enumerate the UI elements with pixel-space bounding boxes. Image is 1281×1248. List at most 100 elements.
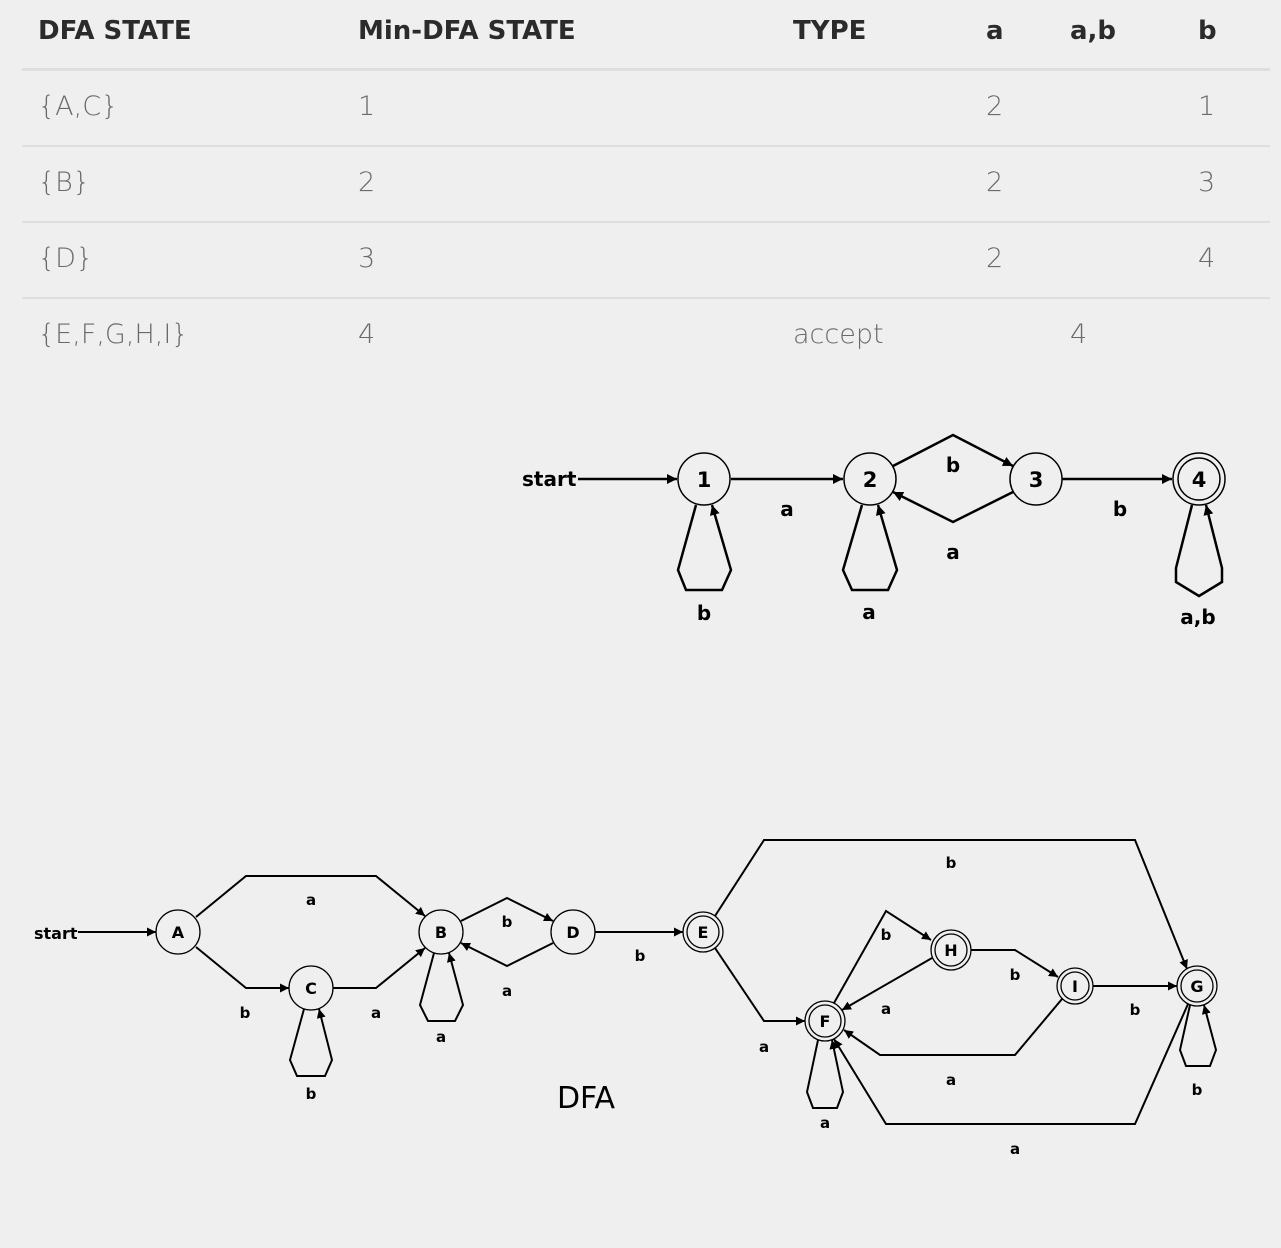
dfa-edge-E-F xyxy=(714,947,805,1026)
transition-table: DFA STATE Min-DFA STATE TYPE a a,b b {A,… xyxy=(22,0,1270,373)
dfa-edge-A-C xyxy=(195,946,289,993)
dfa-edge-C-C xyxy=(288,1008,334,1077)
cell-a: 2 xyxy=(986,167,1004,198)
min-dfa-edge-1-1 xyxy=(676,504,733,592)
min-dfa-edge-3-4-label: b xyxy=(1113,497,1127,521)
cell-a: 2 xyxy=(986,243,1004,274)
dfa-edge-F-F xyxy=(805,1039,845,1109)
header-b: b xyxy=(1198,16,1217,46)
min-dfa-state-4-outer xyxy=(1172,452,1226,506)
dfa-state-E-inner xyxy=(686,915,720,949)
min-dfa-diagram: start 1 2 3 4 b a a b a b a,b xyxy=(522,433,1226,629)
dfa-edge-F-H-label: b xyxy=(881,926,892,944)
dfa-edge-E-G-label: b xyxy=(946,854,957,872)
cell-min-dfa-state: 2 xyxy=(358,167,376,198)
cell-dfa-state: {B} xyxy=(38,167,91,198)
dfa-state-H-inner xyxy=(934,933,968,967)
min-dfa-edge-2-3-label: b xyxy=(946,453,960,477)
cell-b: 4 xyxy=(1198,243,1216,274)
min-dfa-edge-4-4 xyxy=(1174,504,1224,598)
dfa-state-I-label: I xyxy=(1072,977,1078,996)
dfa-edge-B-B xyxy=(418,952,465,1022)
dfa-edge-E-F-label: a xyxy=(759,1038,769,1056)
cell-min-dfa-state: 1 xyxy=(358,91,376,122)
cell-a: 2 xyxy=(986,91,1004,122)
min-dfa-edge-2-2-label: a xyxy=(862,600,876,624)
cell-dfa-state: {D} xyxy=(38,243,94,274)
dfa-state-H-label: H xyxy=(944,941,957,960)
cell-min-dfa-state: 4 xyxy=(358,319,376,350)
cell-dfa-state: {E,F,G,H,I} xyxy=(38,319,189,350)
dfa-state-A-label: A xyxy=(172,923,185,942)
header-dfa-state: DFA STATE xyxy=(38,16,192,46)
min-dfa-state-2-label: 2 xyxy=(863,468,878,492)
dfa-state-F-label: F xyxy=(820,1012,831,1031)
dfa-state-G-inner xyxy=(1180,969,1214,1003)
table-row: {E,F,G,H,I} 4 accept 4 xyxy=(22,299,1270,373)
dfa-edge-B-B-label: a xyxy=(436,1028,446,1046)
min-dfa-edge-3-2 xyxy=(892,490,1014,524)
dfa-edge-C-B xyxy=(333,947,426,989)
min-dfa-edge-3-2-label: a xyxy=(946,540,960,564)
min-dfa-state-1 xyxy=(677,452,731,506)
table-row: {D} 3 2 4 xyxy=(22,223,1270,299)
dfa-edge-H-I-label: b xyxy=(1010,966,1021,984)
dfa-edge-H-F xyxy=(841,957,933,1011)
min-dfa-edge-1-1-label: b xyxy=(697,601,711,625)
dfa-edge-G-F xyxy=(833,1003,1189,1125)
min-dfa-state-1-label: 1 xyxy=(697,468,712,492)
dfa-state-G-label: G xyxy=(1190,977,1203,996)
min-dfa-start-label: start xyxy=(522,467,577,491)
dfa-state-A xyxy=(155,909,201,955)
dfa-edge-E-G xyxy=(714,839,1188,970)
dfa-state-B-label: B xyxy=(435,923,447,942)
min-dfa-state-4-inner xyxy=(1177,457,1221,501)
dfa-edge-F-F-label: a xyxy=(820,1114,830,1132)
dfa-edge-F-H xyxy=(833,909,932,1004)
table-header: DFA STATE Min-DFA STATE TYPE a a,b b xyxy=(22,0,1270,71)
dfa-state-E-label: E xyxy=(698,923,709,942)
cell-b: 3 xyxy=(1198,167,1216,198)
dfa-edge-G-G xyxy=(1178,1004,1218,1067)
dfa-caption: DFA xyxy=(557,1081,616,1116)
header-a: a xyxy=(986,16,1004,46)
dfa-state-D-label: D xyxy=(566,923,579,942)
dfa-state-B xyxy=(418,909,464,955)
header-a-b: a,b xyxy=(1070,16,1117,46)
dfa-edge-C-C-label: b xyxy=(306,1085,317,1103)
dfa-state-I-inner xyxy=(1060,971,1090,1001)
header-type: TYPE xyxy=(793,16,867,46)
dfa-edge-G-G-label: b xyxy=(1192,1081,1203,1099)
dfa-state-F-inner xyxy=(808,1004,842,1038)
dfa-edge-D-B-label: a xyxy=(502,982,512,1000)
cell-dfa-state: {A,C} xyxy=(38,91,119,122)
cell-type: accept xyxy=(793,319,884,350)
dfa-edge-I-F-label: a xyxy=(946,1071,956,1089)
dfa-edge-D-E-label: b xyxy=(635,947,646,965)
cell-a-b: 4 xyxy=(1070,319,1088,350)
min-dfa-edge-1-2-label: a xyxy=(780,497,794,521)
dfa-edge-G-F-label: a xyxy=(1010,1140,1020,1158)
dfa-diagram: start A B C D E F G H I a b b xyxy=(34,839,1218,1158)
dfa-edge-A-B xyxy=(195,875,426,918)
cell-b: 1 xyxy=(1198,91,1216,122)
dfa-edge-A-B-label: a xyxy=(306,891,316,909)
dfa-edge-H-F-label: a xyxy=(881,1000,891,1018)
dfa-edge-C-B-label: a xyxy=(371,1004,381,1022)
dfa-edge-B-D-label: b xyxy=(502,913,513,931)
dfa-edge-I-G-label: b xyxy=(1130,1001,1141,1019)
dfa-edge-A-C-label: b xyxy=(240,1004,251,1022)
min-dfa-edge-4-4-label: a,b xyxy=(1180,605,1215,629)
dfa-edge-H-I xyxy=(971,949,1059,978)
min-dfa-state-4-label: 4 xyxy=(1192,468,1207,492)
table-row: {A,C} 1 2 1 xyxy=(22,71,1270,147)
min-dfa-state-2 xyxy=(843,452,897,506)
dfa-edge-D-B xyxy=(460,942,554,968)
dfa-edge-I-F xyxy=(843,998,1063,1056)
min-dfa-state-3-label: 3 xyxy=(1029,468,1044,492)
dfa-edge-B-D xyxy=(460,896,554,922)
table-row: {B} 2 2 3 xyxy=(22,147,1270,223)
header-min-dfa-state: Min-DFA STATE xyxy=(358,16,576,46)
dfa-start-label: start xyxy=(34,924,78,943)
